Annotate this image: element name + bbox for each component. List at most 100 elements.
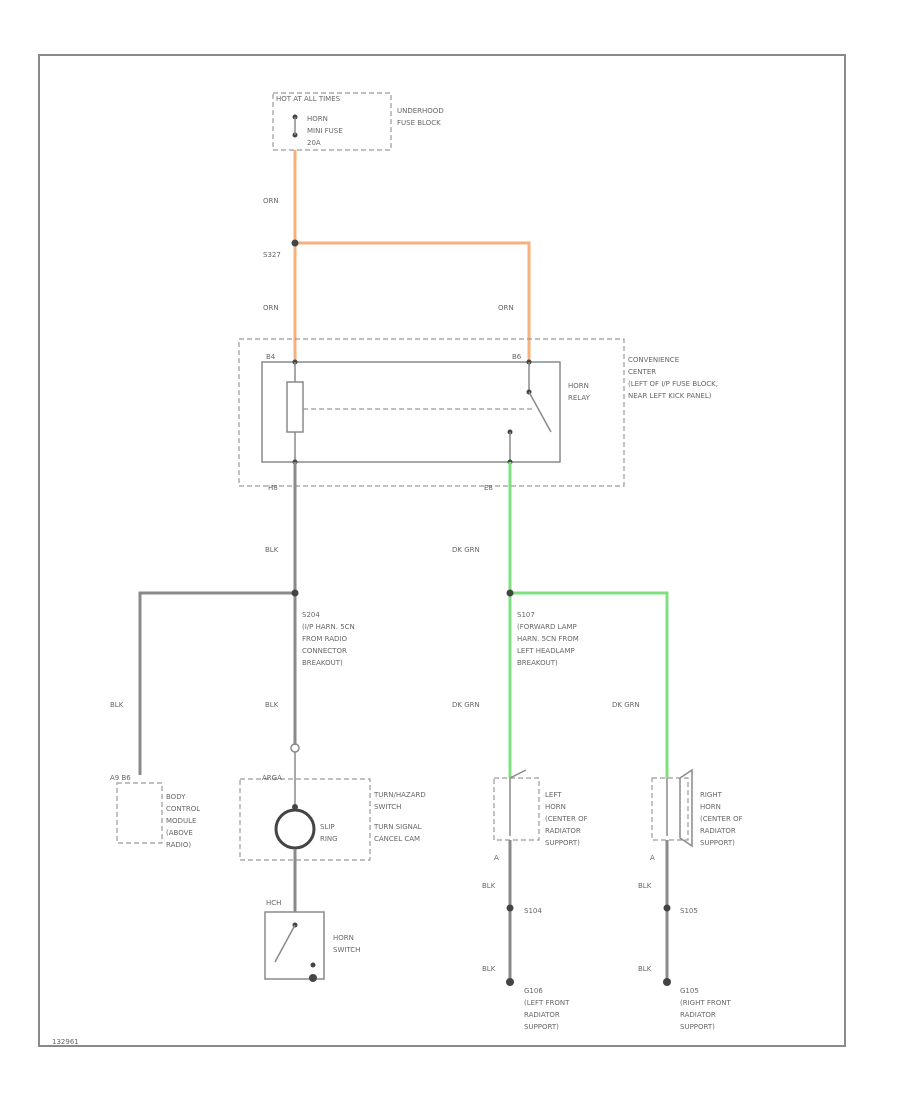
wire-label-orn-right: ORN (498, 304, 514, 312)
left-horn-icon (509, 769, 527, 836)
horn-switch-label-2: SWITCH (333, 946, 360, 954)
right-horn-icon (666, 768, 693, 848)
wire-label-blk-mid: BLK (265, 701, 279, 709)
s107-label-4: LEFT HEADLAMP (517, 647, 575, 655)
left-horn-label-4: RADIATOR (545, 827, 581, 835)
wire-label-dkgrn-upper: DK GRN (452, 546, 480, 554)
right-horn-label-3: (CENTER OF (700, 815, 743, 823)
horn-fuse-label-1: HORN (307, 115, 328, 123)
horn-switch-arm (274, 924, 296, 963)
connector-open-circle (290, 743, 300, 753)
right-horn-ground (663, 978, 671, 986)
right-horn-label-2: HORN (700, 803, 721, 811)
center-label-2: CENTER (628, 368, 656, 376)
left-horn-label-3: (CENTER OF (545, 815, 588, 823)
left-horn-ground-3: RADIATOR (524, 1011, 560, 1019)
s107-label-3: HARN. 5CN FROM (517, 635, 579, 643)
s107-label-1: S107 (517, 611, 535, 619)
center-label-4: NEAR LEFT KICK PANEL) (628, 392, 712, 400)
relay-pin-h8: H8 (268, 484, 278, 492)
s107-label-5: BREAKOUT) (517, 659, 558, 667)
bcm-label-4: (ABOVE (166, 829, 193, 837)
relay-coil (286, 381, 304, 433)
wire-label-orn-left: ORN (263, 304, 279, 312)
s204-label-3: FROM RADIO (302, 635, 347, 643)
turn-switch-label-2: SWITCH (374, 803, 401, 811)
turn-switch-label-4: CANCEL CAM (374, 835, 420, 843)
convenience-center: B4 B6 HORN RELAY CONVENIENCE CENTER (LEF… (238, 338, 718, 492)
fuse-block-name-2: FUSE BLOCK (397, 119, 441, 127)
bcm-label-5: RADIO) (166, 841, 191, 849)
relay-switch-arm (528, 391, 552, 433)
left-horn-ground-4: SUPPORT) (524, 1023, 559, 1031)
relay-pin-e8: E8 (484, 484, 493, 492)
wire-label-blk-upper: BLK (265, 546, 279, 554)
left-horn-label-1: LEFT (545, 791, 562, 799)
dkgrn-wire-right (510, 591, 669, 778)
left-horn: LEFT HORN (CENTER OF RADIATOR SUPPORT) A… (482, 769, 588, 1031)
right-horn-blk-1: BLK (638, 882, 652, 890)
relay-label-1: HORN (568, 382, 589, 390)
s204-label-2: (I/P HARN. 5CN (302, 623, 355, 631)
splice-s204-dot (291, 589, 299, 597)
left-horn-ground-2: (LEFT FRONT (524, 999, 570, 1007)
bcm-label-3: MODULE (166, 817, 196, 825)
slip-ring-icon (274, 808, 316, 850)
right-horn-ground-2: (RIGHT FRONT (680, 999, 731, 1007)
left-horn-blk-2: BLK (482, 965, 496, 973)
fuse-header: HOT AT ALL TIMES (276, 95, 341, 103)
horn-switch-label-1: HORN (333, 934, 354, 942)
s107-label-2: (FORWARD LAMP (517, 623, 577, 631)
wire-label-dkgrn-left: DK GRN (452, 701, 480, 709)
right-horn-ground-1: G105 (680, 987, 699, 995)
blk-wire-bcm (138, 591, 295, 775)
right-horn-pin: A (650, 854, 655, 862)
splice-s107-dot (506, 589, 514, 597)
wire-label-blk-left: BLK (110, 701, 124, 709)
relay-pin-b6: B6 (512, 353, 522, 361)
right-horn-label-4: RADIATOR (700, 827, 736, 835)
horn-switch-pin: HCH (266, 899, 281, 907)
orn-wire-branch (295, 241, 531, 362)
turn-switch-label-3: TURN SIGNAL (373, 823, 422, 831)
wire-label-orn-top: ORN (263, 197, 279, 205)
s204-label-4: CONNECTOR (302, 647, 347, 655)
left-horn-blk-1: BLK (482, 882, 496, 890)
body-control-module: A9 B6 BODY CONTROL MODULE (ABOVE RADIO) (110, 774, 200, 849)
right-horn-ground-3: RADIATOR (680, 1011, 716, 1019)
left-horn-splice: S104 (524, 907, 542, 915)
left-horn-pin: A (494, 854, 499, 862)
s204-label-1: S204 (302, 611, 320, 619)
center-label-1: CONVENIENCE (628, 356, 679, 364)
turn-hazard-switch: ARGA TURN/HAZARD SWITCH TURN SIGNAL CANC… (239, 743, 426, 861)
diagram-frame (38, 54, 846, 1047)
footer-code: 132961 (52, 1038, 79, 1046)
right-horn-ground-4: SUPPORT) (680, 1023, 715, 1031)
splice-s327-dot (291, 239, 299, 247)
right-horn-label-1: RIGHT (700, 791, 723, 799)
left-horn-ground (506, 978, 514, 986)
left-horn-label-2: HORN (545, 803, 566, 811)
horn-switch: HCH HORN SWITCH (264, 849, 360, 982)
center-label-3: (LEFT OF I/P FUSE BLOCK, (628, 380, 718, 388)
relay-pin-b4: B4 (266, 353, 276, 361)
right-horn: RIGHT HORN (CENTER OF RADIATOR SUPPORT) … (638, 768, 743, 1031)
right-horn-label-5: SUPPORT) (700, 839, 735, 847)
underhood-fuse-block: HOT AT ALL TIMES HORN MINI FUSE 20A UNDE… (272, 92, 444, 151)
splice-label-s327: S327 (263, 251, 281, 259)
left-horn-label-5: SUPPORT) (545, 839, 580, 847)
s204-label-5: BREAKOUT) (302, 659, 343, 667)
wire-label-dkgrn-right: DK GRN (612, 701, 640, 709)
bcm-label-1: BODY (166, 793, 186, 801)
right-horn-splice: S105 (680, 907, 698, 915)
horn-switch-ground (309, 974, 317, 982)
slip-ring-label-2: RING (320, 835, 338, 843)
slip-ring-label-1: SLIP (320, 823, 335, 831)
left-horn-ground-1: G106 (524, 987, 543, 995)
bcm-pins: A9 B6 (110, 774, 131, 782)
fuse-block-name-1: UNDERHOOD (397, 107, 444, 115)
turn-switch-pin: ARGA (262, 774, 282, 782)
right-horn-blk-2: BLK (638, 965, 652, 973)
turn-switch-label-1: TURN/HAZARD (373, 791, 426, 799)
